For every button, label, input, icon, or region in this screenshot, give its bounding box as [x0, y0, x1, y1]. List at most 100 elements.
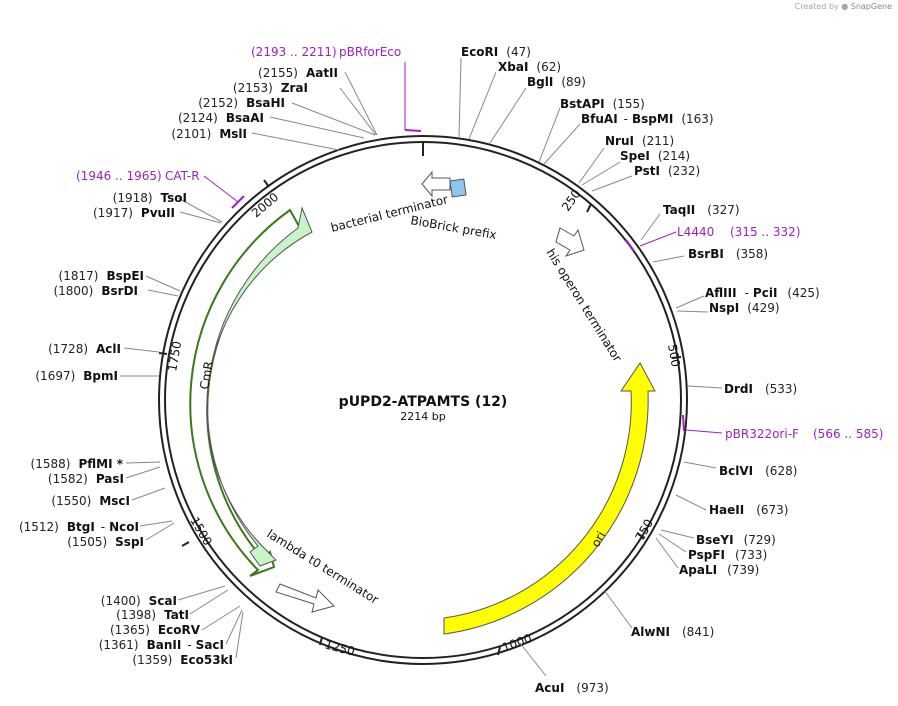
site-pcii: PciI [753, 286, 778, 300]
credit-prefix: Created by [794, 2, 839, 11]
tick-1250: 1250 [323, 637, 356, 658]
svg-text:PstI(232): PstI(232) [634, 164, 700, 178]
svg-text:BseYI(729): BseYI(729) [696, 533, 776, 547]
svg-text:DrdI(533): DrdI(533) [724, 382, 797, 396]
primer-labels: (2193 .. 2211) pBRforEco (1946 .. 1965) … [76, 45, 883, 441]
site-pvuii: PvuII [141, 206, 175, 220]
svg-text:BglI(89): BglI(89) [527, 75, 586, 89]
cmr-feature: CmR [189, 206, 313, 577]
site-nrui: NruI [605, 134, 634, 148]
tick-2000: 2000 [249, 190, 281, 220]
plasmid-size: 2214 bp [400, 410, 445, 423]
svg-text:(1398)TatI: (1398)TatI [116, 608, 189, 622]
site-ecori: EcoRI [461, 45, 498, 59]
svg-text:AflIII-PciI(425): AflIII-PciI(425) [705, 286, 820, 300]
primer-pbrforeco-name: pBRforEco [339, 45, 401, 59]
primer-l4440-range: (315 .. 332) [730, 225, 800, 239]
svg-text:NruI(211): NruI(211) [605, 134, 674, 148]
primer-pbrforeco-range: (2193 .. 2211) [251, 45, 337, 59]
site-aatii: AatII [306, 66, 338, 80]
svg-text:BfuAI-BspMI(163): BfuAI-BspMI(163) [581, 112, 714, 126]
primer-l4440-name: L4440 [677, 225, 714, 239]
svg-text:PspFI(733): PspFI(733) [688, 548, 767, 562]
site-bspmi: BspMI [632, 112, 673, 126]
svg-text:(1918)TsoI: (1918)TsoI [113, 191, 187, 205]
svg-text:(1400)ScaI: (1400)ScaI [101, 594, 177, 608]
svg-text:(1588)PflMI *: (1588)PflMI * [31, 457, 124, 471]
tick-1750: 1750 [165, 340, 184, 373]
primer-pbr322ori-name: pBR322ori-F [725, 427, 799, 441]
svg-text:HaeII(673): HaeII(673) [709, 503, 789, 517]
svg-text:(1512)BtgI-NcoI: (1512)BtgI-NcoI [19, 520, 139, 534]
svg-text:(2101)MslI: (2101)MslI [171, 127, 247, 141]
svg-text:(2155)AatII: (2155)AatII [258, 66, 338, 80]
site-haeii: HaeII [709, 503, 744, 517]
primer-marks [203, 62, 723, 434]
svg-text:(2153)ZraI: (2153)ZraI [233, 81, 308, 95]
site-eco53ki: Eco53kI [180, 653, 233, 667]
small-features [275, 170, 585, 613]
site-ecorv: EcoRV [158, 623, 201, 637]
svg-text:ApaLI(739): ApaLI(739) [679, 563, 759, 577]
site-zrai: ZraI [281, 81, 308, 95]
tick-250: 250 [559, 187, 584, 214]
svg-text:(1582)PasI: (1582)PasI [48, 472, 124, 486]
site-drdi: DrdI [724, 382, 753, 396]
svg-text:BsrBI(358): BsrBI(358) [688, 247, 768, 261]
site-saci: SacI [196, 638, 224, 652]
site-bspei: BspEI [106, 269, 144, 283]
svg-text:(1817)BspEI: (1817)BspEI [59, 269, 144, 283]
site-apali: ApaLI [679, 563, 717, 577]
primer-pbrforeco-mark [404, 129, 422, 132]
site-scai: ScaI [149, 594, 177, 608]
svg-text:(1550)MscI: (1550)MscI [51, 494, 130, 508]
lambda-terminator-arrow [275, 583, 335, 613]
site-bsrbi: BsrBI [688, 247, 724, 261]
site-pasi: PasI [96, 472, 124, 486]
site-bseyi: BseYI [696, 533, 734, 547]
site-afliii: AflIII [705, 286, 737, 300]
site-psti: PstI [634, 164, 660, 178]
site-sspi: SspI [115, 535, 144, 549]
site-nspi: NspI [709, 301, 739, 315]
biobrick-prefix-box [449, 178, 467, 198]
svg-text:BclVI(628): BclVI(628) [719, 464, 797, 478]
site-banii: BanII [147, 638, 182, 652]
svg-text:XbaI(62): XbaI(62) [498, 60, 561, 74]
plasmid-name: pUPD2-ATPAMTS (12) [339, 394, 508, 410]
site-tati: TatI [164, 608, 189, 622]
svg-text:(1359)Eco53kI: (1359)Eco53kI [132, 653, 233, 667]
site-pspfi: PspFI [688, 548, 725, 562]
site-tsoi: TsoI [161, 191, 187, 205]
bacterial-terminator-arrow [421, 170, 451, 198]
site-bfuai: BfuAI [581, 112, 618, 126]
svg-text:(1917)PvuII: (1917)PvuII [93, 206, 175, 220]
credit-brand: SnapGene [850, 2, 892, 11]
tick-1000: 1000 [500, 631, 533, 655]
biobrick-prefix-label: BioBrick prefix [409, 213, 497, 242]
site-labels-right: EcoRI(47) XbaI(62) BglI(89) BstAPI(155) … [461, 45, 820, 695]
site-bstapi: BstAPI [560, 97, 605, 111]
svg-text:(1800)BsrDI: (1800)BsrDI [53, 284, 138, 298]
site-bsahi: BsaHI [246, 96, 285, 110]
primer-pbr322ori-range: (566 .. 585) [813, 427, 883, 441]
svg-text:EcoRI(47): EcoRI(47) [461, 45, 531, 59]
svg-text:(1697)BpmI: (1697)BpmI [35, 369, 118, 383]
site-spei: SpeI [620, 149, 650, 163]
site-ncoi: NcoI [109, 520, 139, 534]
site-pflmi: PflMI * [78, 457, 123, 471]
ori-feature: ori [443, 362, 656, 635]
site-bpmi: BpmI [83, 369, 118, 383]
svg-text:(1505)SspI: (1505)SspI [67, 535, 144, 549]
primer-pbr322ori-mark [682, 414, 685, 432]
site-bsrdi: BsrDI [101, 284, 138, 298]
site-taqii: TaqII [663, 203, 695, 217]
site-acui: AcuI [535, 681, 564, 695]
svg-text:TaqII(327): TaqII(327) [663, 203, 740, 217]
site-msli: MslI [219, 127, 247, 141]
cmr-label: CmR [197, 360, 216, 390]
primer-l4440-mark [625, 239, 635, 252]
site-acli: AclI [96, 342, 121, 356]
site-bclvi: BclVI [719, 464, 753, 478]
svg-text:AlwNI(841): AlwNI(841) [631, 625, 714, 639]
